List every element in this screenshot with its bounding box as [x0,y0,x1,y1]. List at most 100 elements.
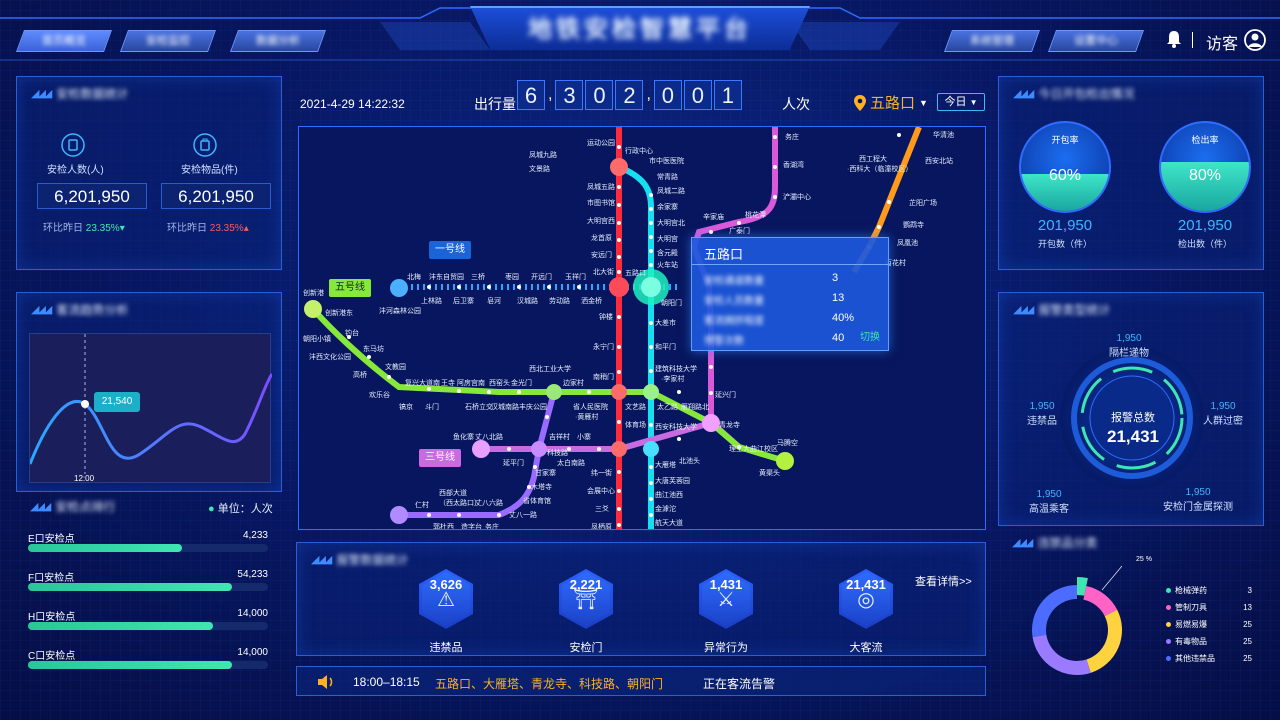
svg-text:雁翔路北: 雁翔路北 [681,402,709,411]
svg-text:劳动路: 劳动路 [549,296,570,305]
svg-text:桃花潭: 桃花潭 [745,210,766,219]
legend-name: 有毒物品 [1175,637,1207,646]
popup-row-value: 3 [832,272,839,284]
donut-slice[interactable] [1032,634,1091,675]
tab-home[interactable]: 首页概览 [15,30,113,52]
speaker-icon [318,675,333,689]
alarm-ring [1060,346,1204,490]
flow-digit: 1 [713,80,742,110]
svg-text:欢乐谷: 欢乐谷 [369,390,390,399]
legend-name: 管制刀具 [1175,603,1207,612]
donut-slice[interactable] [1086,609,1122,673]
svg-text:丈八六路: 丈八六路 [475,498,503,507]
legend-name: 易燃易爆 [1175,620,1207,629]
svg-text:永宁门: 永宁门 [593,342,614,351]
svg-text:（西太路口）: （西太路口） [439,498,481,507]
svg-text:造字台: 造字台 [461,522,482,530]
svg-text:省体育馆: 省体育馆 [523,496,551,505]
trend-title: ◢◢◢客流趋势分析 [31,303,129,317]
tab-monitor[interactable]: 安检监控 [119,30,217,52]
user-name[interactable]: 访客 [1206,36,1239,53]
svg-text:大明宫北: 大明宫北 [657,218,685,227]
svg-text:镐京: 镐京 [399,402,413,411]
svg-text:和平门: 和平门 [655,342,676,351]
svg-text:广泰门: 广泰门 [729,226,750,235]
svg-text:芷阳广场: 芷阳广场 [909,198,937,207]
legend-dot [1166,588,1171,593]
metro-map[interactable]: 运动公园行政中心市中医医院 凤城九路文景路 凤城五路市图书馆大明宫西龙首原安远门… [298,126,986,530]
line1-badge[interactable]: 一号线 [429,241,471,259]
donut-slice[interactable] [1082,585,1118,617]
svg-text:文教园: 文教园 [385,362,406,371]
header-divider [1192,32,1193,48]
svg-text:华清池: 华清池 [933,130,954,139]
donut-slice[interactable] [1076,577,1088,596]
donut-slice[interactable] [1032,585,1078,637]
line5-badge[interactable]: 五号线 [329,279,371,297]
user-avatar-icon[interactable] [1244,29,1266,56]
tab-analysis[interactable]: 数据分析 [229,30,327,52]
svg-text:三爻: 三爻 [595,505,609,513]
flow-digit: 3 [555,80,584,110]
tab-settings[interactable]: 设置中心 [1047,30,1145,52]
contraband-title: ◢◢◢违禁品分类 [1012,536,1098,550]
rank-bar [28,583,268,591]
svg-text:朝阳小镇: 朝阳小镇 [303,334,331,343]
trend-chart: 21,540 12:00 [28,333,274,483]
legend-value: 3 [1247,586,1252,595]
svg-text:青龙寺: 青龙寺 [719,420,740,429]
rank-bar [28,544,268,552]
fight-icon: ⚔ [702,572,750,626]
donut-callout-line [1101,565,1123,591]
svg-text:太白南路: 太白南路 [557,458,585,467]
stat-hex[interactable]: ◎ [839,569,893,629]
flow-separator: , [548,86,553,103]
svg-text:大明宫西: 大明宫西 [587,216,615,225]
alarm-stats-title: ◢◢◢报警数据统计 [311,553,409,567]
stat-value: 1,431 [709,577,743,592]
gauge-percent: 80% [1188,167,1222,184]
svg-text:高桥: 高桥 [353,370,367,379]
popup-switch-link[interactable]: 切换 [860,332,880,343]
svg-text:行政中心: 行政中心 [625,146,653,155]
stat-hex[interactable]: ⚠ [419,569,473,629]
svg-text:运动公园: 运动公园 [587,138,615,147]
trend-line [28,334,274,474]
stat-hex[interactable]: ⚔ [699,569,753,629]
svg-text:边家村: 边家村 [563,378,584,387]
svg-text:延兴门: 延兴门 [715,390,736,399]
popup-row-label: 客流拥挤程度 [704,316,764,327]
bell-icon[interactable] [1166,30,1182,53]
line3-badge[interactable]: 三号线 [419,449,461,467]
stat-hex[interactable]: ⛩ [559,569,613,629]
station-selector[interactable]: 五路口 ▼ [854,92,928,113]
svg-text:石桥立交: 石桥立交 [465,402,493,411]
view-details-link[interactable]: 查看详情>> [915,576,972,588]
gauge-percent: 60% [1048,167,1082,184]
svg-text:太乙路: 太乙路 [657,402,678,411]
svg-text:常青路: 常青路 [657,172,678,181]
svg-text:西安北站: 西安北站 [925,156,953,165]
alarm-total-value: 21,431 [1107,427,1159,446]
flow-label: 出行量 [474,96,516,112]
svg-text:浐灞中心: 浐灞中心 [783,192,811,201]
rank-bar [28,622,268,630]
svg-text:大雁塔: 大雁塔 [655,460,676,469]
tab-system[interactable]: 系统管理 [943,30,1041,52]
people-count-value: 6,201,950 [37,183,147,209]
svg-text:洒金桥: 洒金桥 [581,296,602,305]
warning-icon: ⚠ [422,572,470,626]
period-select[interactable]: 今日 ▼ [937,93,985,111]
svg-text:皂河: 皂河 [487,296,501,305]
svg-text:龙首原: 龙首原 [591,233,612,242]
bag-icon [193,133,217,162]
svg-text:凤城九路: 凤城九路 [529,150,557,159]
svg-text:·西科大（临潼校区）: ·西科大（临潼校区） [847,164,912,173]
rank-name: H口安检点 [28,612,76,623]
svg-text:马腾空: 马腾空 [777,438,798,447]
